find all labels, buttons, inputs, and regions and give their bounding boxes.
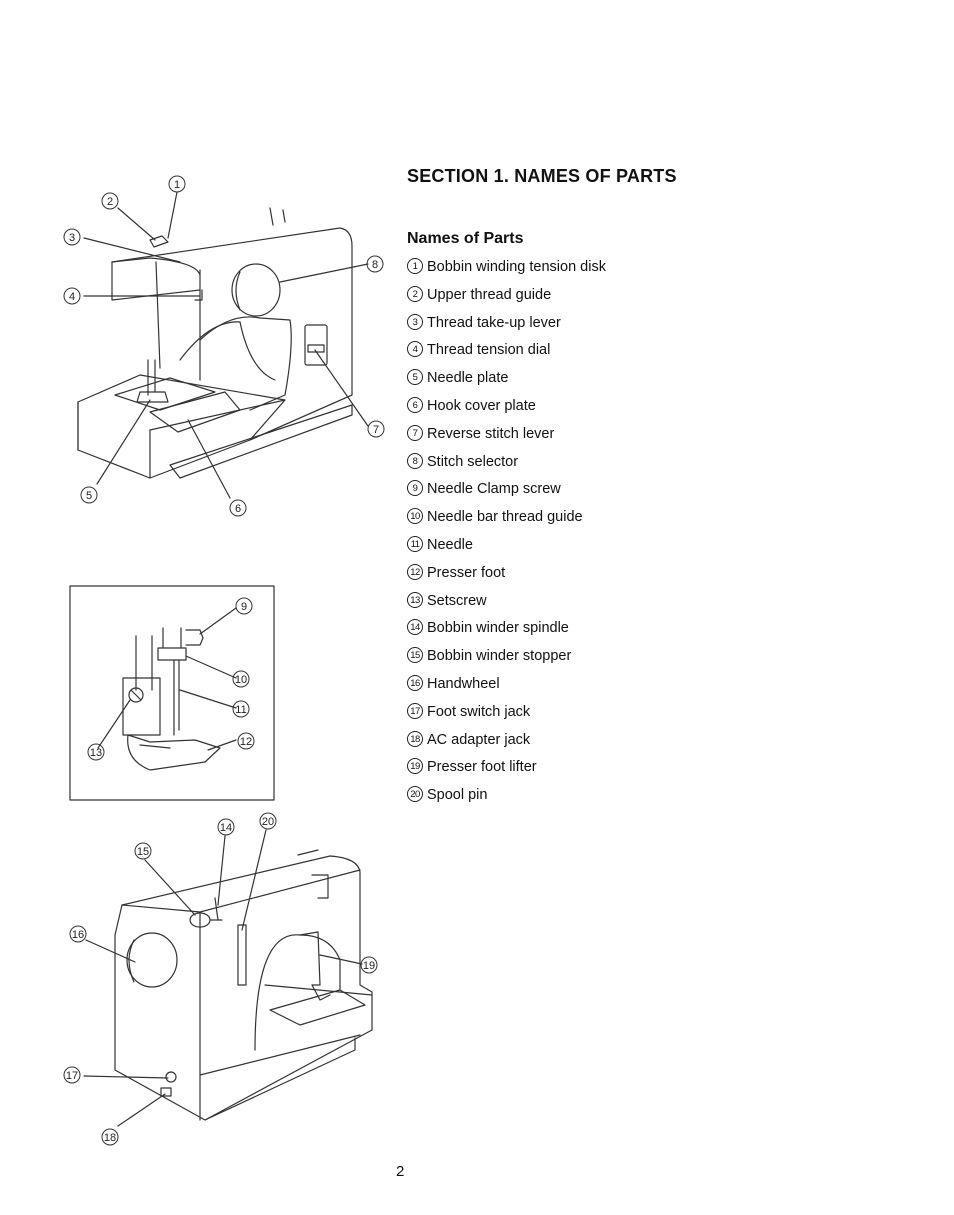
item-label: Needle plate	[427, 370, 509, 387]
callout-markers: 1 2 3 4 5 6 7 8 9 10 11 12 13 14 15 20 1…	[63, 175, 385, 1146]
item-label: Presser foot	[427, 564, 506, 581]
back-view-illustration	[83, 829, 373, 1127]
svg-text:9: 9	[241, 601, 247, 613]
svg-text:2: 2	[107, 196, 113, 208]
item-number: 15	[407, 647, 423, 664]
svg-text:8: 8	[372, 259, 378, 271]
item-number: 18	[407, 730, 423, 747]
item-number: 13	[407, 591, 423, 608]
item-number: 14	[407, 619, 423, 636]
svg-text:18: 18	[104, 1132, 116, 1144]
subsection-title: Names of Parts	[407, 230, 524, 247]
item-number: 12	[407, 563, 423, 580]
svg-text:1: 1	[174, 179, 180, 191]
item-number: 3	[407, 313, 423, 330]
item-number: 1	[407, 258, 423, 274]
item-label: Bobbin winding tension disk	[427, 259, 606, 275]
item-number: 2	[407, 285, 423, 302]
item-number: 10	[407, 508, 423, 525]
front-view-illustration	[77, 191, 369, 499]
svg-text:13: 13	[90, 747, 102, 759]
svg-text:17: 17	[66, 1070, 78, 1082]
item-label: Thread tension dial	[427, 342, 551, 359]
item-number: 11	[407, 535, 423, 552]
svg-text:12: 12	[240, 736, 252, 748]
item-number: 8	[407, 452, 423, 469]
svg-text:15: 15	[137, 846, 149, 858]
svg-text:3: 3	[69, 232, 75, 244]
item-number: 16	[407, 674, 423, 691]
item-label: Foot switch jack	[427, 703, 531, 720]
section-title: SECTION 1. NAMES OF PARTS	[407, 166, 677, 186]
item-label: Thread take-up lever	[427, 314, 561, 331]
page-number: 2	[396, 1163, 405, 1180]
item-label: Stitch selector	[427, 453, 519, 470]
item-label: Upper thread guide	[427, 286, 552, 303]
item-label: Spool pin	[427, 787, 488, 804]
item-number: 7	[407, 424, 423, 441]
svg-text:4: 4	[69, 291, 75, 303]
svg-text:10: 10	[235, 674, 247, 686]
needle-closeup-illustration	[69, 585, 275, 801]
item-label: Hook cover plate	[427, 397, 536, 414]
item-label: Bobbin winder stopper	[427, 648, 572, 665]
item-number: 5	[407, 369, 423, 386]
item-label: Needle bar thread guide	[427, 509, 583, 526]
svg-text:16: 16	[72, 929, 84, 941]
item-number: 19	[407, 758, 423, 775]
item-number: 9	[407, 480, 423, 497]
item-label: Reverse stitch lever	[427, 425, 555, 442]
item-number: 17	[407, 702, 423, 719]
svg-text:14: 14	[220, 822, 232, 834]
item-number: 20	[407, 786, 423, 803]
svg-text:11: 11	[235, 704, 246, 716]
item-number: 6	[407, 396, 423, 413]
item-number: 4	[407, 341, 423, 358]
svg-text:6: 6	[235, 503, 241, 515]
item-label: Setscrew	[427, 592, 487, 609]
svg-text:5: 5	[86, 490, 92, 502]
item-label: AC adapter jack	[427, 731, 531, 748]
item-label: Presser foot lifter	[427, 759, 537, 776]
svg-text:19: 19	[363, 960, 375, 972]
svg-text:7: 7	[373, 424, 379, 436]
item-label: Needle	[427, 536, 473, 553]
item-label: Needle Clamp screw	[427, 481, 561, 498]
item-label: Handwheel	[427, 675, 500, 692]
item-label: Bobbin winder spindle	[427, 620, 569, 637]
svg-text:20: 20	[262, 816, 274, 828]
